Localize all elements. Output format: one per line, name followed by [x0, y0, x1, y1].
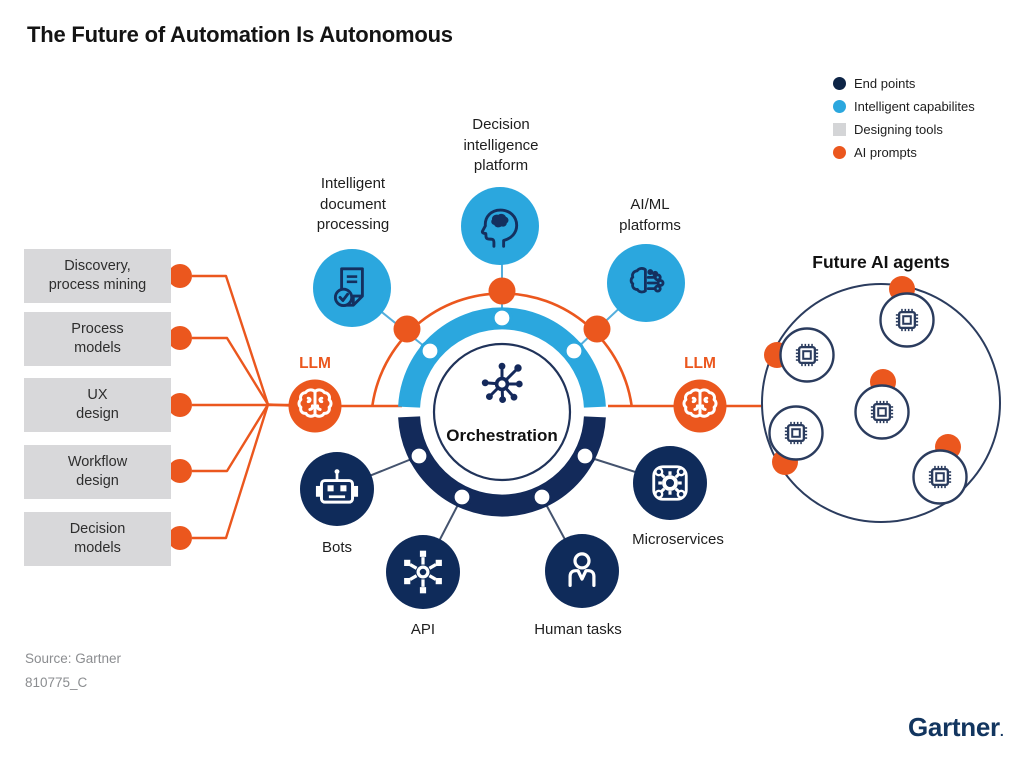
label-llm-right: LLM: [684, 355, 716, 372]
designing-tools-marker: [833, 123, 846, 136]
future-ai-agents-group: [761, 276, 1001, 523]
orchestration-core-circle: [432, 342, 572, 482]
llm-left-node: [288, 379, 342, 433]
robot-icon: [315, 469, 359, 504]
label-intelligent-document-processing: Intelligent document processing: [316, 175, 390, 234]
legend-label: End points: [854, 76, 916, 91]
document-check-icon: [333, 267, 364, 308]
label-aiml-platforms: AI/ML platforms: [619, 196, 681, 234]
design-tool-box-workflow-design: Workflow design: [24, 445, 171, 499]
document-code: 810775_C: [25, 675, 88, 690]
label-human-tasks: Human tasks: [534, 621, 622, 638]
design-tool-connector-lines: [192, 274, 291, 540]
label-bots: Bots: [321, 539, 353, 556]
legend-item-ai-prompts: AI prompts: [833, 144, 975, 161]
gartner-logo: Gartner.: [908, 712, 1004, 743]
legend-item-end-points: End points: [833, 75, 975, 92]
design-tool-box-decision-models: Decision models: [24, 512, 171, 566]
microservices-gear-icon: [652, 465, 688, 501]
api-node: [386, 535, 460, 609]
label-llm-left: LLM: [299, 355, 331, 372]
logo-registered-mark: .: [999, 723, 1004, 739]
agent-chips: [768, 292, 968, 505]
end-points-marker: [833, 77, 846, 90]
legend-item-designing-tools: Designing tools: [833, 121, 975, 138]
legend-item-intelligent-capabilities: Intelligent capabilites: [833, 98, 975, 115]
label-decision-intelligence-platform: Decision intelligence platform: [463, 116, 539, 175]
label-future-ai-agents: Future AI agents: [812, 252, 950, 272]
legend-label: AI prompts: [854, 145, 917, 160]
source-note: Source: Gartner: [25, 651, 122, 666]
microservices-node: [633, 446, 707, 520]
dip-node: [461, 187, 539, 265]
label-api: API: [410, 621, 436, 638]
design-tool-box-discovery: Discovery, process mining: [24, 249, 171, 303]
page-title: The Future of Automation Is Autonomous: [27, 22, 453, 47]
ai-prompt-dots: [168, 264, 611, 550]
ai-prompts-marker: [833, 146, 846, 159]
ring-nodes: [408, 307, 596, 508]
person-icon: [568, 552, 596, 588]
label-orchestration: Orchestration: [446, 426, 558, 445]
gartner-logo-text: Gartner: [908, 712, 1000, 742]
design-tool-box-process-models: Process models: [24, 312, 171, 366]
brain-circuit-icon: [629, 267, 665, 294]
intelligent-capabilities-marker: [833, 100, 846, 113]
label-microservices: Microservices: [632, 531, 724, 548]
human-tasks-node: [545, 534, 619, 608]
llm-right-node: [673, 379, 727, 433]
legend: End points Intelligent capabilites Desig…: [833, 75, 975, 161]
api-hub-icon: [404, 550, 442, 594]
design-tool-box-ux-design: UX design: [24, 378, 171, 432]
orchestration-hub-icon: [481, 362, 523, 403]
idp-node: [313, 249, 391, 327]
legend-label: Intelligent capabilites: [854, 99, 975, 114]
legend-label: Designing tools: [854, 122, 943, 137]
aiml-node: [607, 244, 685, 322]
bots-node: [300, 452, 374, 526]
head-brain-icon: [480, 208, 519, 248]
